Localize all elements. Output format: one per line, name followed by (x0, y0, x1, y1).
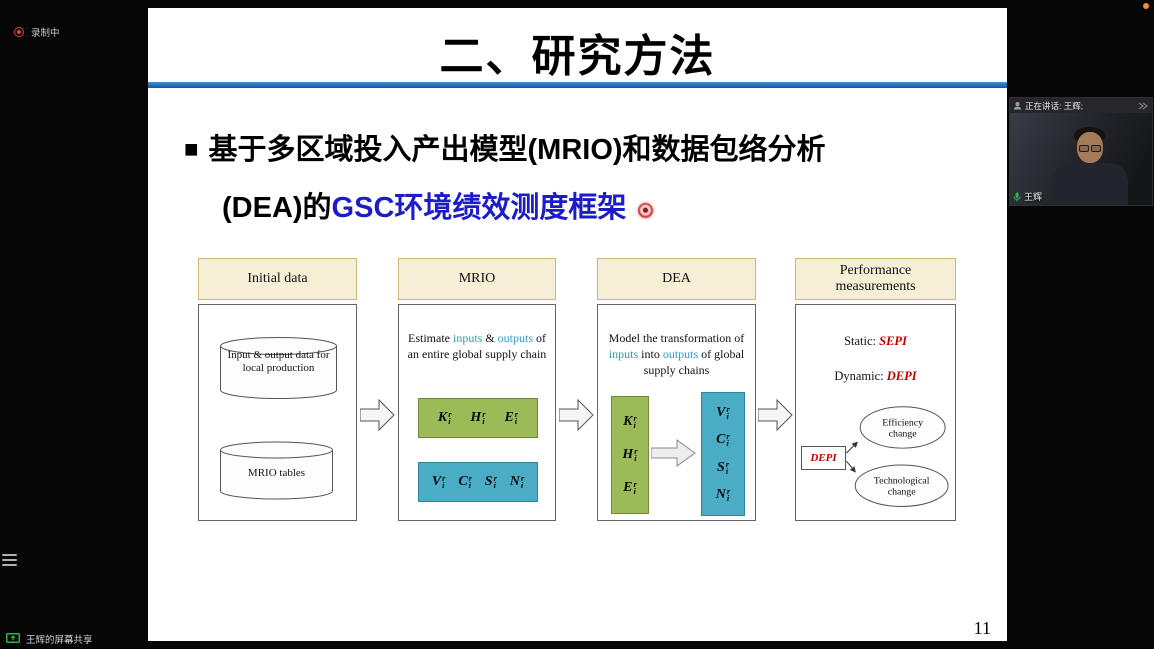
desc-text: Estimate (407, 331, 453, 345)
slide-title: 二、研究方法 (439, 32, 716, 81)
efficiency-change-ellipse (859, 406, 946, 449)
diagram-column-performance: Performance measurements Static: SEPI Dy… (795, 258, 956, 521)
laser-pointer-dot (638, 203, 654, 218)
bullet-line-2: (DEA)的GSC环境绩效测度框架 (222, 184, 654, 226)
column-body: Input & output data for local production… (198, 304, 357, 521)
methodology-flowchart: Initial data Input & output data for loc… (148, 8, 1007, 641)
outputs-word: outputs (497, 331, 534, 345)
video-panel-header: 正在讲话: 王辉; (1010, 98, 1152, 113)
bullet-text-2-highlight: GSC环境绩效测度框架 (331, 192, 627, 224)
participant-video-panel[interactable]: 正在讲话: 王辉; 王辉 (1009, 97, 1153, 206)
technological-label: Technological (874, 476, 930, 487)
participant-name-badge: 王辉 (1013, 190, 1042, 203)
record-icon (14, 27, 24, 37)
efficiency-label-2: change (889, 428, 918, 439)
desc-text: of an entire global supply chain (407, 331, 547, 361)
inputs-word: inputs (452, 331, 483, 345)
diagram-column-mrio: MRIO Estimate inputs & outputs of an ent… (398, 258, 556, 521)
dynamic-line: Dynamic: DEPI (796, 369, 955, 384)
status-dot-icon (1143, 3, 1149, 9)
speaking-label: 正在讲话: 王辉; (1025, 100, 1084, 111)
person-head (1077, 132, 1103, 163)
depi-box: DEPI (801, 446, 846, 470)
efficiency-label: Efficiency (882, 417, 923, 428)
screen-share-label: 王辉的屏幕共享 (26, 635, 93, 646)
flow-arrow-2 (559, 398, 594, 432)
desc-text: Model the transformation of (608, 331, 745, 345)
desc-text: of global supply chains (643, 346, 745, 377)
column-body: Model the transformation of inputs into … (597, 304, 756, 521)
person-glasses (1079, 145, 1101, 152)
column-header: DEA (597, 258, 756, 300)
flow-arrow-3 (758, 398, 793, 432)
bullet-text-2-black: (DEA)的 (222, 192, 332, 224)
recording-indicator: 录制中 (14, 25, 60, 39)
title-underline (148, 82, 1007, 88)
desc-text: & (482, 331, 498, 345)
column-body: Static: SEPI Dynamic: DEPI (795, 304, 956, 521)
mrio-description: Estimate inputs & outputs of an entire g… (402, 331, 552, 363)
static-label: Static: (844, 334, 880, 348)
outputs-word: outputs (662, 346, 699, 361)
slide-page-number: 11 (973, 618, 991, 638)
collapse-icon[interactable] (1137, 102, 1149, 110)
participant-video: 王辉 (1010, 113, 1152, 205)
flow-arrow-1 (360, 398, 395, 432)
menu-icon[interactable] (2, 554, 17, 566)
inputs-word: inputs (608, 346, 639, 361)
dea-description: Model the transformation of inputs into … (601, 331, 752, 378)
cylinder-shape (220, 441, 333, 500)
dynamic-label: Dynamic: (834, 369, 887, 383)
desc-text: into (638, 346, 663, 361)
diagram-column-initial-data: Initial data Input & output data for loc… (198, 258, 357, 521)
participant-name: 王辉 (1024, 192, 1043, 202)
bullet-marker: ■ (184, 136, 199, 163)
cylinder-label: MRIO tables (247, 467, 306, 480)
bullet-line-1: ■ 基于多区域投入产出模型(MRIO)和数据包络分析 (184, 126, 826, 168)
bullet-text-1: 基于多区域投入产出模型(MRIO)和数据包络分析 (208, 134, 826, 166)
cylinder-input-output-data: Input & output data for local production (219, 336, 338, 400)
column-header: Performance measurements (795, 258, 956, 300)
recording-label: 录制中 (31, 28, 60, 39)
static-line: Static: SEPI (796, 334, 955, 349)
column-header: Initial data (198, 258, 357, 300)
diagram-column-dea: DEA Model the transformation of inputs i… (597, 258, 756, 521)
column-body: Estimate inputs & outputs of an entire g… (398, 304, 556, 521)
screen-share-icon (6, 633, 20, 643)
cylinder-shape (220, 337, 337, 399)
depi-value: DEPI (886, 369, 917, 383)
cylinder-mrio-tables: MRIO tables (219, 441, 334, 500)
avatar-icon (1013, 102, 1022, 110)
shared-slide: 二、研究方法 ■ 基于多区域投入产出模型(MRIO)和数据包络分析 (DEA)的G… (148, 8, 1007, 641)
transform-arrow (651, 439, 696, 467)
technological-label-2: change (888, 487, 917, 498)
sepi-value: SEPI (879, 334, 907, 348)
person-body (1052, 163, 1128, 205)
mic-icon (1013, 192, 1021, 201)
depi-decomposition: Efficiency change Technological change (845, 406, 949, 507)
column-header: MRIO (398, 258, 556, 300)
cylinder-label: Input & output data for local production (227, 349, 330, 374)
screen-share-indicator[interactable]: 王辉的屏幕共享 (6, 632, 93, 646)
technological-change-ellipse (854, 464, 949, 507)
